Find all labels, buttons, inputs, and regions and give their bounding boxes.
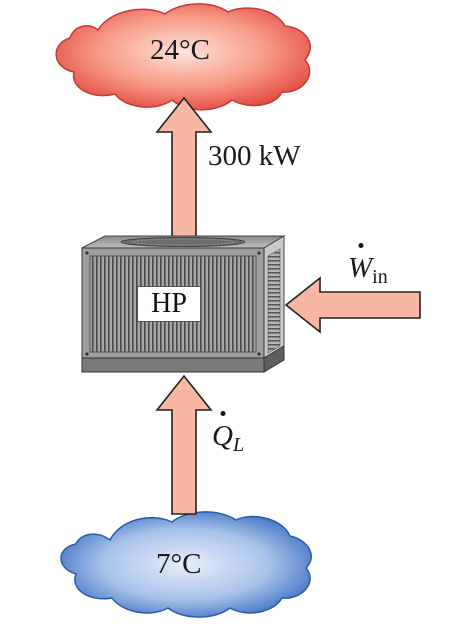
heat-input-label: QL <box>212 411 245 457</box>
work-symbol: W <box>348 243 372 285</box>
heat-input-arrow <box>155 374 213 515</box>
cold-reservoir-cloud <box>60 511 312 618</box>
hot-reservoir-cloud <box>55 3 311 111</box>
work-subscript: in <box>372 266 388 288</box>
heat-subscript: L <box>232 434 245 456</box>
cold-temperature-label: 7°C <box>156 548 202 580</box>
heat-pump-unit <box>81 235 286 373</box>
heat-output-arrow <box>155 96 213 238</box>
heat-output-label: 300 kW <box>208 140 301 172</box>
device-label: HP <box>137 286 201 322</box>
work-input-label: Win <box>348 243 388 289</box>
work-input-arrow <box>284 276 421 334</box>
heat-symbol: Q <box>212 411 233 453</box>
hot-temperature-label: 24°C <box>150 34 210 66</box>
